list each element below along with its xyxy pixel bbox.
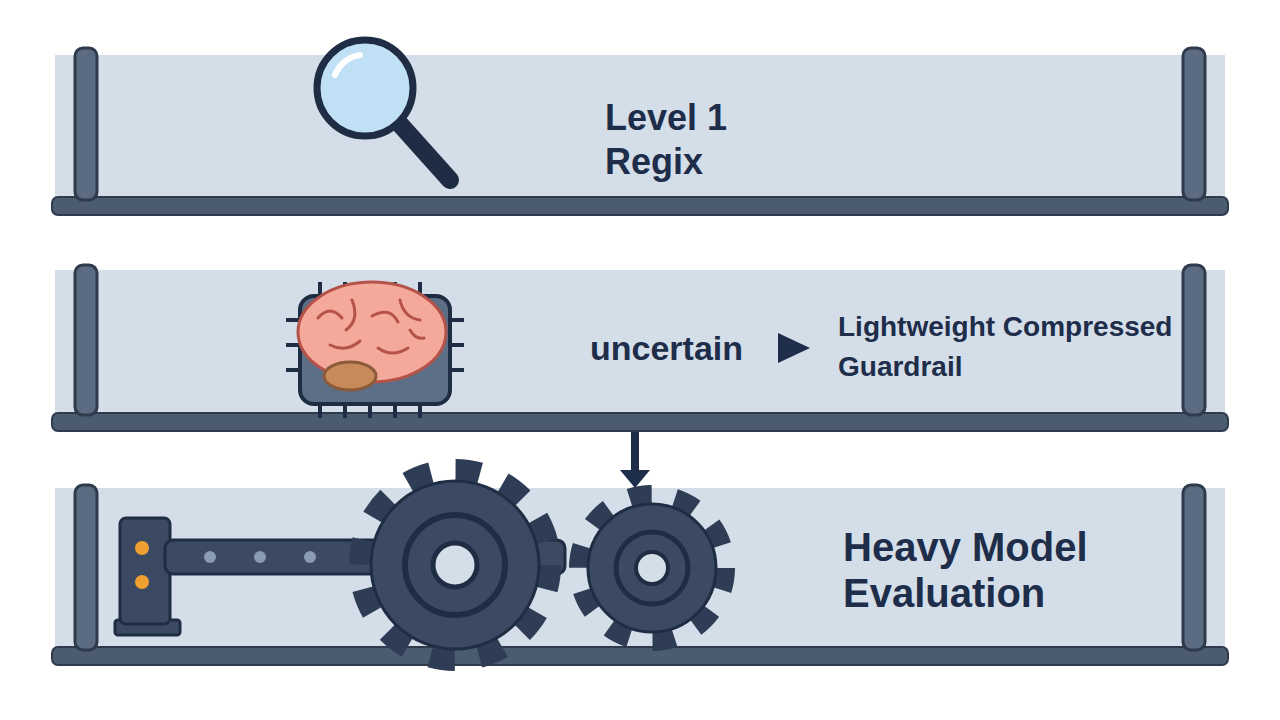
shelf-post <box>1183 48 1205 200</box>
shelf-band: uncertain Lightweight Compressed Guardrai… <box>55 270 1225 432</box>
brain-stem <box>324 362 376 390</box>
chip-pins <box>286 282 464 418</box>
shelf-band: Level 1 Regix <box>55 55 1225 215</box>
gear-teeth <box>580 496 724 640</box>
machine-post <box>120 518 170 624</box>
gear-ring <box>405 515 505 615</box>
shelf-post <box>1183 485 1205 650</box>
gear-body <box>588 504 716 632</box>
gear-ring <box>616 532 688 604</box>
gear-teeth <box>361 471 549 659</box>
shelf-post <box>75 48 97 200</box>
tier-label: Heavy Model Evaluation <box>843 524 1143 616</box>
machine-foot <box>115 620 180 635</box>
gear-hub <box>636 552 668 584</box>
arrow-shaft <box>631 432 639 471</box>
brain-shape <box>298 282 446 382</box>
pointer-arrow <box>778 333 810 363</box>
arrow-head <box>620 470 650 488</box>
gear-hub <box>433 543 477 587</box>
flow-arrow <box>620 432 650 488</box>
magnifier-handle <box>398 122 450 180</box>
lens-highlight <box>335 55 360 75</box>
condition-label: uncertain <box>590 328 743 368</box>
indicator-light <box>135 541 149 555</box>
shelf-band: Heavy Model Evaluation <box>55 488 1225 665</box>
machine-arm <box>165 540 565 574</box>
gear-body <box>371 481 539 649</box>
tier-label: Level 1 Regix <box>605 96 795 184</box>
brain-folds <box>318 300 424 353</box>
shelf-rail <box>52 197 1228 215</box>
arm-bolt <box>304 551 316 563</box>
tier-label: Lightweight Compressed Guardrail <box>838 307 1183 387</box>
indicator-light <box>135 575 149 589</box>
chip-body <box>300 296 450 404</box>
shelf-post <box>1183 265 1205 415</box>
arm-bolt <box>254 551 266 563</box>
shelf-rail <box>52 647 1228 665</box>
shelf-post <box>75 485 97 650</box>
magnifier-lens <box>317 40 413 136</box>
arm-bolt <box>204 551 216 563</box>
shelf-rail <box>52 413 1228 431</box>
shelf-post <box>75 265 97 415</box>
